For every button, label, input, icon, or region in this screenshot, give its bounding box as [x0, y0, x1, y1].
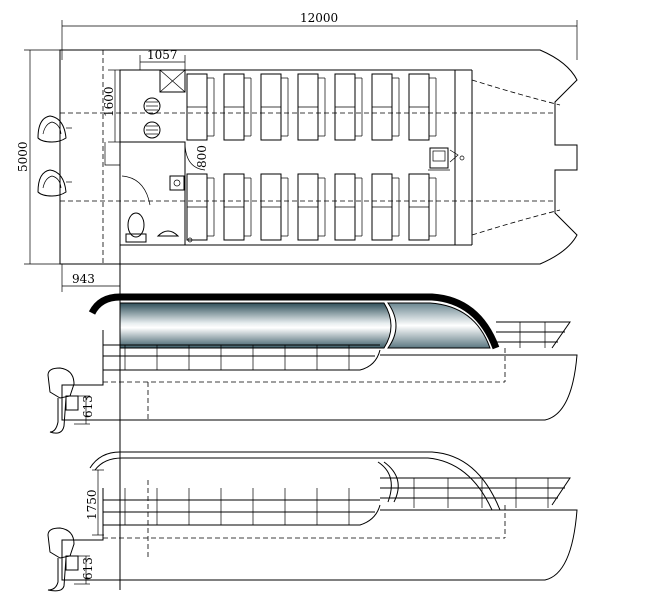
outboard-motor-side-upper: 613	[47, 367, 95, 434]
side-view-canopy: 613	[47, 293, 578, 560]
length-label: 12000	[300, 11, 338, 25]
transom-label: 943	[72, 272, 95, 286]
side-hull-upper	[61, 354, 578, 421]
transom-dimension: 943	[61, 264, 121, 292]
side-height-label: 1750	[85, 489, 99, 520]
length-dimension: 12000	[61, 11, 578, 60]
outboard-motor-plan-lower	[37, 169, 72, 197]
side-hull-lower	[61, 509, 578, 581]
cabin-width-label: 1057	[147, 48, 178, 62]
side-view-frame: 1750 613	[47, 451, 578, 592]
toilet-bowl	[127, 212, 145, 238]
passenger-seat-grid	[186, 73, 437, 241]
outboard-motor-side-lower: 613	[47, 527, 95, 592]
canopy-glass	[119, 302, 392, 349]
beam-label: 5000	[16, 141, 30, 172]
helm-station	[428, 147, 465, 171]
door-width-label: 800	[195, 145, 209, 168]
plan-view: 5000 1057 1600	[16, 48, 578, 590]
cabin-depth-label: 1600	[102, 86, 116, 117]
toilet-fixture-1	[143, 97, 161, 115]
motor-height-upper-label: 613	[81, 395, 95, 418]
toilet-fixture-2	[143, 121, 161, 139]
outboard-motor-plan-upper	[37, 115, 72, 143]
motor-height-lower-label: 613	[81, 557, 95, 580]
plan-hull	[59, 49, 578, 265]
